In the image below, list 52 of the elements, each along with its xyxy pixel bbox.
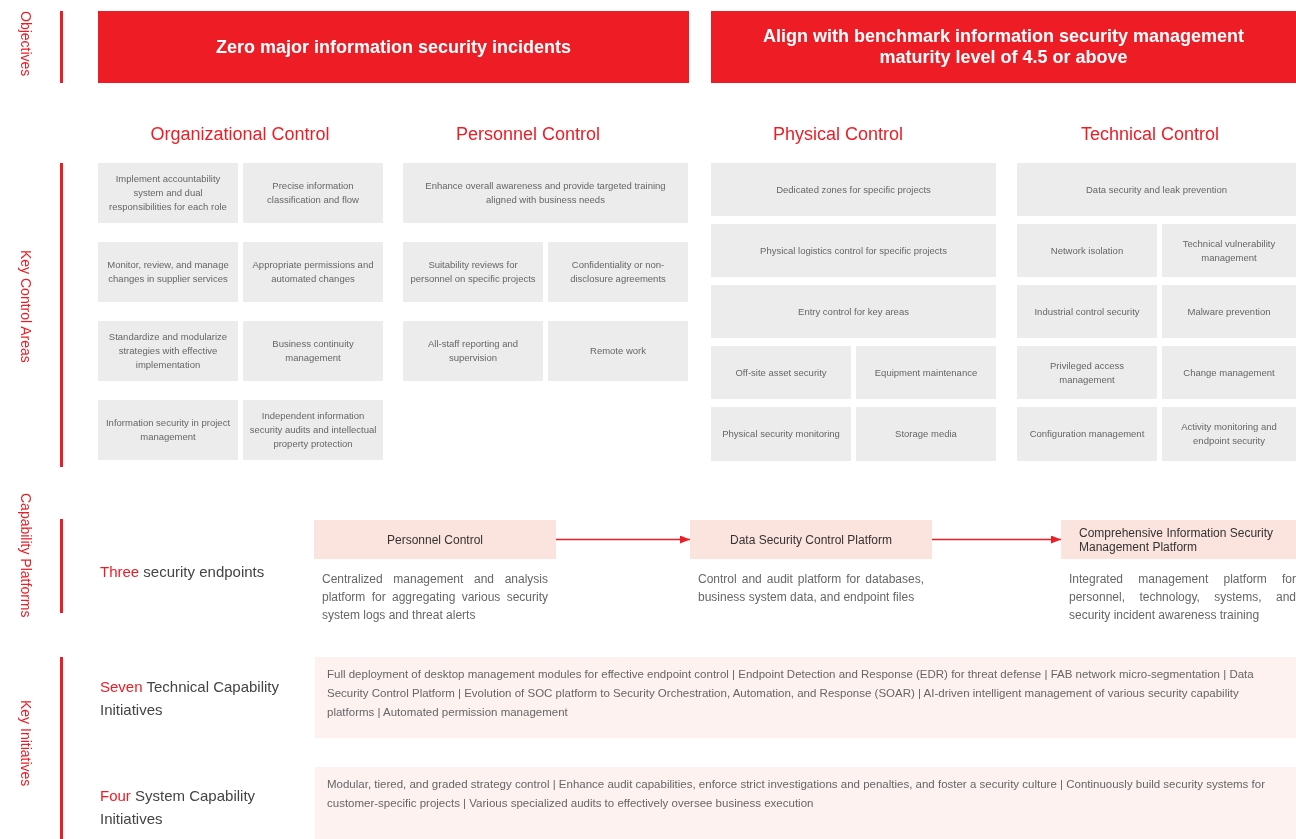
control-area-box: Storage media: [856, 407, 996, 461]
control-area-box: Confidentiality or non-disclosure agreements: [548, 242, 688, 302]
control-area-box: Remote work: [548, 321, 688, 381]
control-area-box: Configuration management: [1017, 407, 1157, 461]
control-area-box: Industrial control security: [1017, 285, 1157, 338]
control-area-box: Information security in project management: [98, 400, 238, 460]
description-text: Integrated management platform for personnel, technology, systems, and security incident awareness training: [1069, 571, 1296, 624]
platform-box: Personnel Control: [314, 520, 556, 559]
row-label: Three security endpoints: [100, 562, 266, 582]
control-area-box: Malware prevention: [1162, 285, 1296, 338]
section-label: Key Control Areas: [18, 250, 34, 363]
section-label: Key Initiatives: [18, 700, 34, 787]
section-label: Capability Platforms: [18, 493, 34, 618]
control-area-box: Standardize and modularize strategies with effective implementation: [98, 321, 238, 381]
control-area-box: Change management: [1162, 346, 1296, 399]
control-area-box: Activity monitoring and endpoint security: [1162, 407, 1296, 461]
control-area-box: Data security and leak prevention: [1017, 163, 1296, 216]
control-area-box: Physical security monitoring: [711, 407, 851, 461]
column-heading: Organizational Control: [150, 124, 330, 145]
arrow: [931, 535, 1062, 544]
control-area-box: Entry control for key areas: [711, 285, 996, 338]
control-area-box: All-staff reporting and supervision: [403, 321, 543, 381]
control-area-box: Privileged access management: [1017, 346, 1157, 399]
row-label: Seven Technical Capability Initiatives: [100, 677, 280, 720]
control-area-box: Technical vulnerability management: [1162, 224, 1296, 277]
control-area-box: Physical logistics control for specific projects: [711, 224, 996, 277]
control-area-box: Off-site asset security: [711, 346, 851, 399]
objective-banner: Zero major information security incidents: [98, 11, 689, 83]
column-heading: Technical Control: [1080, 124, 1220, 145]
initiative-panel: Modular, tiered, and graded strategy control | Enhance audit capabilities, enforce strict investigations and penalties, and foster a security culture | Continuously build security systems for customer-specific projects | Various specialized audits to effectively oversee business execution: [315, 767, 1296, 839]
control-area-box: Dedicated zones for specific projects: [711, 163, 996, 216]
platform-box: Data Security Control Platform: [690, 520, 932, 559]
control-area-box: Implement accountability system and dual responsibilities for each role: [98, 163, 238, 223]
objective-banner: Align with benchmark information security management maturity level of 4.5 or above: [711, 11, 1296, 83]
section-label: Objectives: [18, 11, 34, 77]
control-area-box: Precise information classification and flow: [243, 163, 383, 223]
description-text: Control and audit platform for databases, business system data, and endpoint files: [698, 571, 924, 606]
platform-box: Comprehensive Information Security Management Platform: [1061, 520, 1296, 559]
description-text: Centralized management and analysis platform for aggregating various security system logs and threat alerts: [322, 571, 548, 624]
control-area-box: Business continuity management: [243, 321, 383, 381]
control-area-box: Equipment maintenance: [856, 346, 996, 399]
column-heading: Physical Control: [772, 124, 904, 145]
control-area-box: Monitor, review, and manage changes in supplier services: [98, 242, 238, 302]
control-area-box: Appropriate permissions and automated changes: [243, 242, 383, 302]
initiative-panel: Full deployment of desktop management modules for effective endpoint control | Endpoint Detection and Response (EDR) for threat defense | FAB network micro-segmentation | Data Security Control Platform | Evolution of SOC platform to Security Orchestration, Automation, and Response (SOAR) | AI-driven intelligent management of various security capability platforms | Automated permission management: [315, 657, 1296, 738]
row-label: Four System Capability Initiatives: [100, 786, 257, 829]
control-area-box: Network isolation: [1017, 224, 1157, 277]
control-area-box: Suitability reviews for personnel on specific projects: [403, 242, 543, 302]
control-area-box: Independent information security audits and intellectual property protection: [243, 400, 383, 460]
column-heading: Personnel Control: [455, 124, 601, 145]
control-area-box: Enhance overall awareness and provide targeted training aligned with business needs: [403, 163, 688, 223]
arrow: [555, 535, 691, 544]
